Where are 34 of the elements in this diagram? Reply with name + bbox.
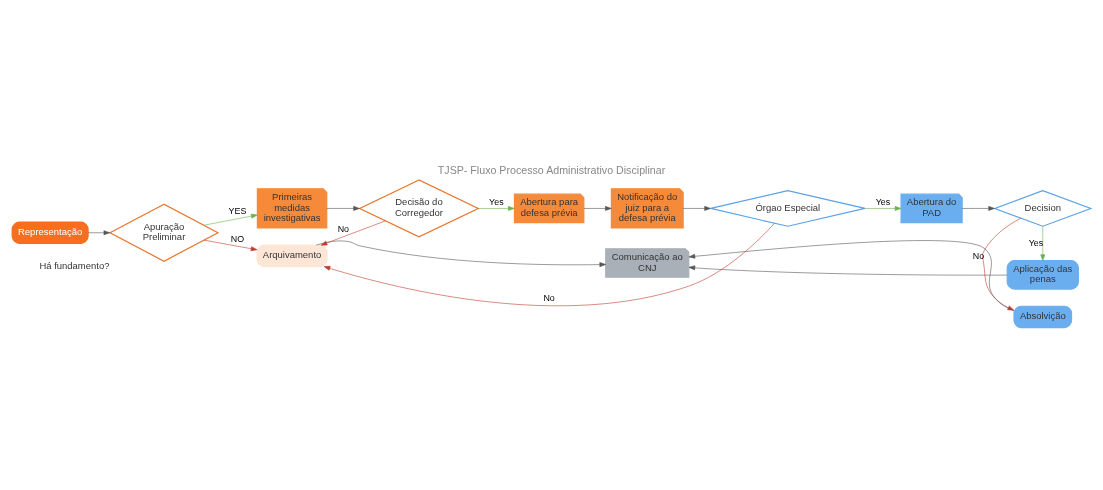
- edge-label: NO: [230, 233, 245, 244]
- arrow: [203, 213, 258, 226]
- node-box: Representação: [11, 221, 89, 244]
- node-diamond: Decision: [993, 189, 1093, 227]
- node-diamond: Decisão do Corregedor: [358, 178, 480, 238]
- arrow: [688, 264, 1008, 275]
- edge-label: No: [972, 250, 985, 261]
- node-diamond: Órgao Especial: [710, 189, 866, 227]
- node-box: Aplicação das penas: [1006, 259, 1079, 290]
- arrow: [478, 205, 515, 211]
- arrow: [320, 220, 386, 245]
- arrow: [864, 205, 902, 211]
- arrow: [1040, 225, 1046, 261]
- node-label: Há fundamento?: [39, 259, 110, 271]
- arrow: [326, 205, 360, 211]
- arrow: [583, 205, 612, 211]
- arrow: [961, 205, 995, 211]
- edge-label: Yes: [875, 196, 891, 207]
- arrow: [323, 222, 775, 306]
- arrow: [203, 239, 258, 251]
- edge-label: No: [543, 292, 555, 303]
- node-box: Absolvição: [1013, 305, 1073, 328]
- edge-label: Yes: [1028, 237, 1044, 247]
- node-box: Arquivamento: [256, 244, 328, 267]
- node-diamond: Apuração Preliminar: [108, 203, 220, 262]
- arrow: [316, 240, 607, 267]
- arrow: [87, 229, 111, 235]
- diagram-title: TJSP- Fluxo Processo Administrativo Disciplinar: [437, 163, 666, 176]
- edge-label: YES: [228, 205, 247, 216]
- arrow: [688, 239, 1015, 311]
- arrow: [982, 217, 1022, 311]
- edge-label: Yes: [489, 196, 504, 207]
- edge-label: No: [337, 223, 350, 234]
- arrow: [682, 205, 711, 211]
